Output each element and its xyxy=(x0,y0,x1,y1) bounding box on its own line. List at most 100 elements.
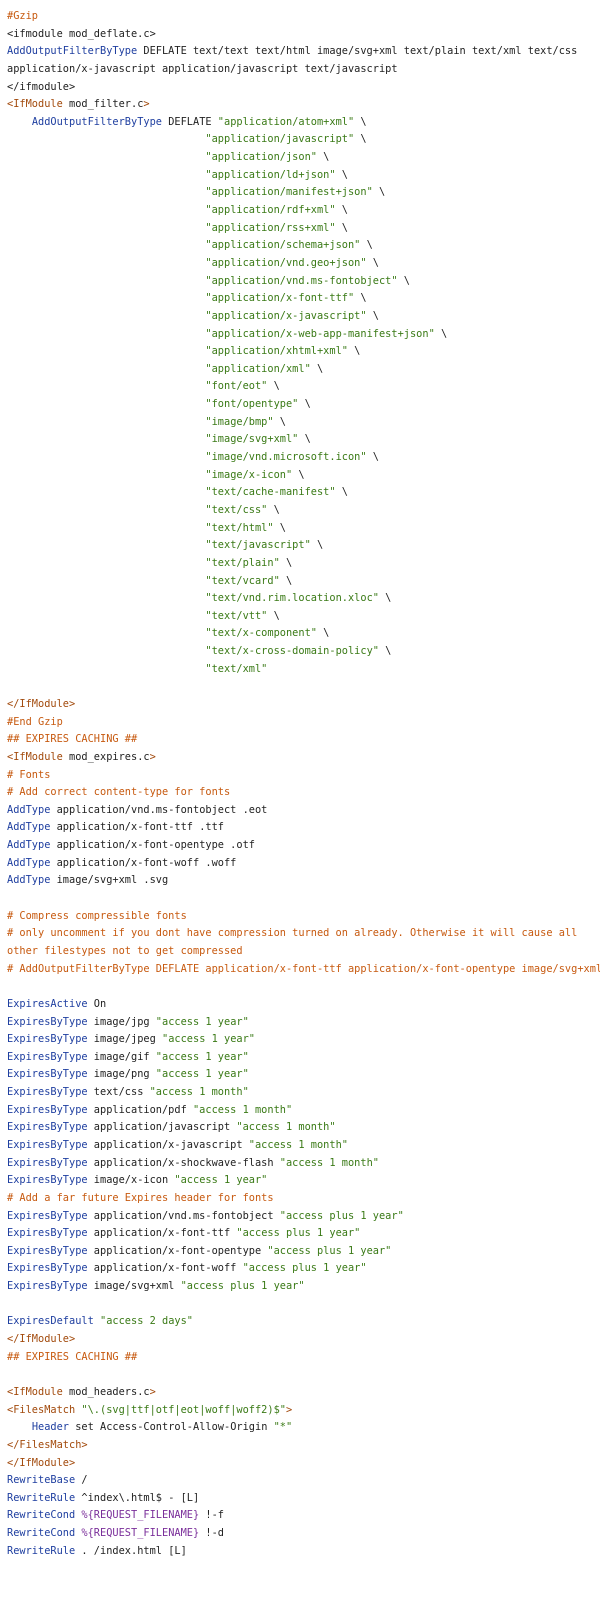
code-line: ExpiresByType image/svg+xml "access plus… xyxy=(7,1278,600,1296)
code-text xyxy=(7,486,205,498)
tag-bracket: </FilesMatch> xyxy=(7,1438,88,1451)
code-text: \ xyxy=(378,592,392,605)
code-line: ExpiresByType application/x-font-woff "a… xyxy=(7,1260,600,1278)
code-text: image/svg+xml xyxy=(87,1280,181,1293)
server-variable: %{REQUEST_FILENAME} xyxy=(81,1527,200,1540)
code-text: application/vnd.ms-fontobject .eot xyxy=(50,803,268,816)
code-line: <IfModule mod_filter.c> xyxy=(7,96,600,114)
tag-bracket: <IfModule xyxy=(7,1385,63,1398)
comment-text: # Add a far future Expires header for fo… xyxy=(7,1191,274,1204)
code-text: image/gif xyxy=(87,1050,156,1063)
code-text xyxy=(7,239,205,251)
code-line: ExpiresByType image/jpg "access 1 year" xyxy=(7,1014,600,1032)
string-literal: "text/vnd.rim.location.xloc" xyxy=(205,592,379,605)
code-line: <IfModule mod_headers.c> xyxy=(7,1384,600,1402)
code-line: <IfModule mod_expires.c> xyxy=(7,749,600,767)
string-literal: "access 2 days" xyxy=(100,1315,193,1328)
code-line: "font/eot" \ xyxy=(7,378,600,396)
code-text xyxy=(7,275,205,287)
code-text: mod_filter.c xyxy=(62,98,144,111)
code-text: . /index.html [L] xyxy=(75,1544,187,1557)
string-literal: "access 1 month" xyxy=(192,1103,293,1116)
code-text: \ xyxy=(267,380,280,393)
code-line: </ifmodule> xyxy=(7,79,600,97)
code-text: \ xyxy=(366,309,379,322)
code-text: \ xyxy=(372,186,386,199)
code-text xyxy=(7,575,205,587)
code-line: ExpiresByType application/x-font-ttf "ac… xyxy=(7,1225,600,1243)
code-text: \ xyxy=(354,133,367,146)
code-text: \ xyxy=(335,168,348,181)
directive-keyword: RewriteRule xyxy=(7,1544,76,1557)
code-line: "image/bmp" \ xyxy=(7,414,600,432)
code-line: ExpiresByType application/vnd.ms-fontobj… xyxy=(7,1208,600,1226)
code-text: On xyxy=(87,997,107,1010)
code-line: "application/json" \ xyxy=(7,149,600,167)
code-line: # Add correct content-type for fonts xyxy=(7,784,600,802)
tag-bracket: > xyxy=(149,1385,156,1398)
code-text: application/x-font-opentype xyxy=(87,1244,268,1257)
code-line: ExpiresByType text/css "access 1 month" xyxy=(7,1084,600,1102)
code-line: "image/svg+xml" \ xyxy=(7,431,600,449)
code-line: "application/schema+json" \ xyxy=(7,237,600,255)
string-literal: "image/x-icon" xyxy=(205,468,293,481)
string-literal: "application/xml" xyxy=(205,362,311,375)
code-text: DEFLATE xyxy=(162,115,218,128)
code-text xyxy=(7,363,205,375)
code-text: \ xyxy=(335,221,348,234)
string-literal: "text/javascript" xyxy=(205,539,311,552)
code-line: ## EXPIRES CACHING ## xyxy=(7,731,600,749)
code-text xyxy=(7,116,32,128)
code-text: \ xyxy=(316,627,330,640)
code-text: \ xyxy=(279,574,293,587)
string-literal: "text/cache-manifest" xyxy=(205,486,336,499)
code-line xyxy=(7,1366,600,1384)
code-line: ExpiresByType application/x-javascript "… xyxy=(7,1137,600,1155)
string-literal: "font/opentype" xyxy=(205,398,299,411)
code-line: # Add a far future Expires header for fo… xyxy=(7,1190,600,1208)
code-line: "text/javascript" \ xyxy=(7,537,600,555)
string-literal: "access 1 year" xyxy=(174,1174,268,1187)
code-line: # only uncomment if you dont have compre… xyxy=(7,925,600,943)
directive-keyword: AddType xyxy=(7,839,51,852)
code-text xyxy=(7,204,205,216)
directive-keyword: ExpiresByType xyxy=(7,1139,88,1151)
string-literal: "\.(svg|ttf|otf|eot|woff|woff2)$" xyxy=(81,1403,286,1416)
code-line: AddOutputFilterByType DEFLATE "applicati… xyxy=(7,114,600,132)
code-text: \ xyxy=(347,345,361,358)
code-text xyxy=(7,433,205,445)
code-line: RewriteRule ^index\.html$ - [L] xyxy=(7,1490,600,1508)
code-line: ExpiresByType image/jpeg "access 1 year" xyxy=(7,1031,600,1049)
directive-keyword: RewriteRule xyxy=(7,1491,76,1504)
code-line: "text/vtt" \ xyxy=(7,608,600,626)
code-text xyxy=(7,133,205,145)
directive-keyword: AddType xyxy=(7,874,51,887)
code-text: set Access-Control-Allow-Origin xyxy=(69,1421,274,1434)
code-line xyxy=(7,678,600,696)
code-text: application/x-javascript application/jav… xyxy=(7,62,398,75)
string-literal: "access 1 month" xyxy=(248,1139,348,1151)
code-line: "application/ld+json" \ xyxy=(7,167,600,185)
code-text: application/vnd.ms-fontobject xyxy=(87,1209,280,1222)
code-line: RewriteCond %{REQUEST_FILENAME} !-f xyxy=(7,1507,600,1525)
code-line: "application/x-font-ttf" \ xyxy=(7,290,600,308)
code-line: "font/opentype" \ xyxy=(7,396,600,414)
string-literal: "application/x-font-ttf" xyxy=(205,292,355,305)
code-text: \ xyxy=(366,451,379,464)
code-text: \ xyxy=(273,521,286,534)
code-line: # AddOutputFilterByType DEFLATE applicat… xyxy=(7,961,600,979)
string-literal: "application/rdf+xml" xyxy=(205,204,336,217)
string-literal: "application/ld+json" xyxy=(205,168,336,181)
code-line: "application/x-javascript" \ xyxy=(7,308,600,326)
code-line: "image/vnd.microsoft.icon" \ xyxy=(7,449,600,467)
code-line: ExpiresByType image/gif "access 1 year" xyxy=(7,1049,600,1067)
string-literal: "access plus 1 year" xyxy=(180,1280,305,1293)
code-line xyxy=(7,1296,600,1314)
code-text: image/svg+xml .svg xyxy=(50,874,169,887)
string-literal: "application/x-web-app-manifest+json" xyxy=(205,327,435,340)
comment-text: #End Gzip xyxy=(7,715,63,728)
string-literal: "application/javascript" xyxy=(205,133,355,146)
code-text xyxy=(7,328,205,340)
directive-keyword: ExpiresByType xyxy=(7,1033,88,1046)
code-line: other filestypes not to get compressed xyxy=(7,943,600,961)
